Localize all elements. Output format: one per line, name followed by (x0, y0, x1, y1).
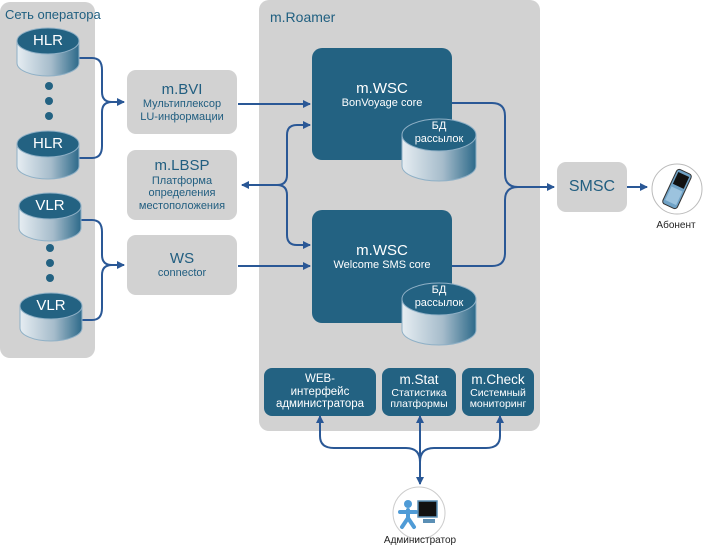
lbsp-line2: определения (148, 187, 216, 200)
lbsp-title: m.LBSP (154, 157, 210, 175)
bvi-line1: Мультиплексор (142, 97, 222, 110)
hlr-bottom-db-icon (16, 130, 80, 180)
ws-title: WS (169, 250, 195, 268)
core1-db-icon (401, 118, 477, 182)
core1-db-line1: БД (431, 120, 447, 132)
hlr2-to-bvi-line (77, 101, 113, 159)
hlr-ellipsis-dots (45, 82, 53, 120)
vlr-to-ws-line (80, 219, 125, 269)
ws-line1: connector (157, 267, 207, 280)
bvi-module: m.BVI Мультиплексор LU-информации (127, 70, 237, 134)
bvi-line2: LU-информации (140, 110, 224, 123)
core1-title: m.WSC (356, 80, 408, 97)
lbsp-module: m.LBSP Платформа определения местоположе… (127, 150, 237, 220)
vlr-bottom-label: VLR (36, 297, 66, 314)
hlr-bottom-label: HLR (32, 135, 63, 152)
hlr-to-bvi-line (77, 57, 125, 106)
vlr-top-label: VLR (35, 197, 65, 214)
admin-workstation-icon (392, 486, 446, 540)
core1-to-smsc-line (452, 102, 555, 191)
lbsp-line3: местоположения (138, 199, 226, 212)
stat-title: m.Stat (399, 372, 439, 388)
core1-db-label: БД рассылок (400, 120, 478, 145)
web-admin-module: WEB- интерфейс администратора (264, 368, 376, 416)
web-line2: интерфейс (290, 385, 350, 398)
check-line1: Системный (470, 386, 526, 399)
check-title: m.Check (471, 372, 525, 388)
stat-module: m.Stat Статистика платформы (382, 368, 456, 416)
check-line2: мониторинг (469, 398, 527, 411)
vlr-bottom-db-icon (19, 292, 83, 342)
ws-connector-module: WS connector (127, 235, 237, 295)
lbsp-line1: Платформа (151, 174, 213, 187)
core2-db-line2: рассылок (414, 296, 464, 309)
web-line1: WEB- (304, 373, 336, 386)
core2-title: m.WSC (356, 242, 408, 259)
admin-label: Администратор (383, 535, 457, 546)
vlr-ellipsis-dots (46, 244, 54, 282)
subscriber-label: Абонент (656, 220, 696, 231)
admin-to-check-line (419, 415, 504, 463)
vlr-top-db-icon (18, 192, 82, 242)
smsc-label: SMSC (568, 177, 616, 195)
check-module: m.Check Системный мониторинг (462, 368, 534, 416)
web-line3: администратора (275, 398, 365, 411)
core2-db-label: БД рассылок (400, 284, 478, 309)
vlr2-to-ws-line (80, 264, 113, 321)
smsc-module: SMSC (557, 162, 627, 212)
core2-subtitle: Welcome SMS core (333, 259, 431, 272)
stat-line1: Статистика (391, 386, 447, 399)
hlr-top-db-icon (16, 27, 80, 77)
hlr-top-label: HLR (32, 32, 63, 49)
admin-to-web-line (316, 415, 421, 480)
stat-line2: платформы (390, 398, 448, 411)
core2-to-smsc-line (452, 186, 519, 267)
core1-subtitle: BonVoyage core (341, 97, 423, 110)
roamer-title: m.Roamer (270, 9, 336, 25)
operator-network-title: Сеть оператора (5, 7, 101, 22)
core1-db-line2: рассылок (414, 132, 464, 145)
core2-db-icon (401, 282, 477, 346)
bvi-title: m.BVI (161, 80, 203, 98)
core2-db-line1: БД (431, 284, 447, 296)
mobile-phone-icon (651, 163, 703, 215)
